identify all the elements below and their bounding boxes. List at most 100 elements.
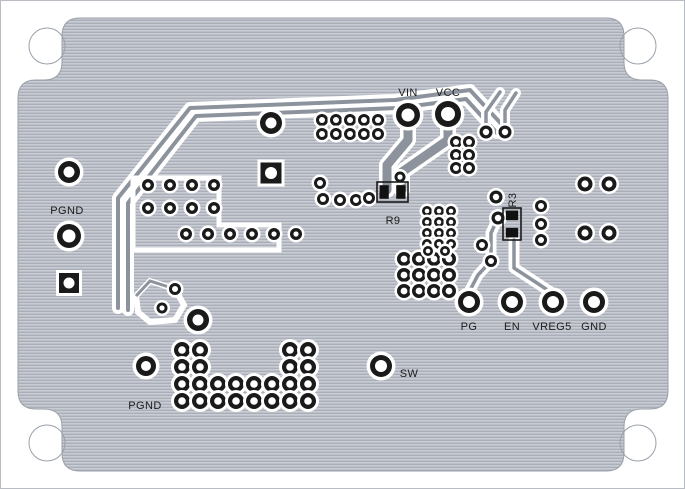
via-group-header-top-center-via-drill [319, 131, 325, 137]
via-array-pgnd-bottom-via-drill [304, 363, 312, 371]
smd-resistor-r9-pad-2[interactable] [396, 185, 406, 199]
via-r9-left-b-drill [320, 196, 326, 202]
pad-gnd-drill [588, 296, 600, 308]
via-group-right-upper [575, 174, 619, 194]
label-gnd: GND [581, 321, 607, 333]
via-group-center-small-grid-via-drill [436, 241, 442, 247]
pad-top-left-big-drill [265, 117, 277, 129]
pad-vcc-drill [441, 107, 455, 121]
via-group-header-top-center-via-drill [333, 131, 339, 137]
via-group-left-array-b-via-drill [205, 231, 211, 237]
via-array-pgnd-bottom-via-drill [232, 397, 240, 405]
via-group-left-array-b-via-drill [293, 231, 299, 237]
via-group-header-top-center-via-drill [361, 117, 367, 123]
via-group-center-big-grid-via-drill [400, 255, 408, 263]
via-array-pgnd-bottom-via-drill [178, 363, 186, 371]
via-group-center-small-grid-via-drill [448, 230, 454, 236]
via-group-center-small-grid-via-drill [424, 208, 430, 214]
label-r3: R3 [507, 193, 519, 208]
via-group-center-small-grid-via-drill [436, 230, 442, 236]
via-group-header-top-center-via-drill [347, 131, 353, 137]
via-group-center-big-grid-via-drill [415, 287, 423, 295]
via-group-left-array-b-via-drill [271, 231, 277, 237]
via-r9-left-d-drill [353, 197, 359, 203]
via-array-pgnd-bottom-via-drill [286, 363, 294, 371]
smd-components [376, 181, 522, 241]
via-group-left-array-a-via-drill [167, 205, 173, 211]
via-group-header-top-center-via-drill [333, 117, 339, 123]
via-r9-left-a-drill [317, 180, 323, 186]
smd-resistor-r9[interactable] [376, 181, 409, 203]
via-array-pgnd-bottom [171, 339, 319, 412]
copper-traces-group [112, 84, 558, 326]
pad-pg-drill [463, 296, 475, 308]
mounting-holes-group [28, 27, 657, 462]
keepout-left-l-shape [130, 175, 282, 253]
via-array-pgnd-bottom-via-drill [214, 380, 222, 388]
mount-hole-top-right[interactable] [619, 27, 657, 65]
via-group-right-lower-via-drill [581, 229, 589, 237]
mount-hole-bottom-right[interactable] [619, 424, 657, 462]
via-array-pgnd-bottom-via-drill [178, 380, 186, 388]
pad-pgnd-left-2-drill [62, 229, 76, 243]
via-array-pgnd-bottom-via-drill [268, 397, 276, 405]
via-group-vcc-cluster-via-drill [466, 152, 472, 158]
via-group-left-array-a-via-drill [211, 205, 217, 211]
via-group-center-small-grid-via-drill [436, 219, 442, 225]
label-vreg5: VREG5 [532, 321, 571, 333]
via-group-center-big-grid-via-drill [430, 271, 438, 279]
through-hole-pads [53, 97, 609, 381]
via-r3-right-b-drill [538, 221, 544, 227]
via-group-vcc-cluster-via-drill [466, 139, 472, 145]
via-array-pgnd-bottom-via-drill [304, 380, 312, 388]
pad-left-lower-drill [192, 314, 204, 326]
via-group-center-big-grid-via-drill [415, 255, 423, 263]
via-group-center-big-grid-via-drill [445, 287, 453, 295]
pad-vreg5-drill [547, 296, 559, 308]
mount-hole-top-left[interactable] [28, 27, 66, 65]
smd-resistor-r3[interactable] [502, 207, 522, 241]
via-vcc-right-a-drill [482, 128, 490, 136]
via-array-pgnd-bottom-via-drill [196, 380, 204, 388]
via-group-center-big-grid-via-drill [430, 287, 438, 295]
via-pg-route-a-drill [479, 242, 485, 248]
via-group-vcc-cluster-via-drill [453, 165, 459, 171]
via-r9-left-c-drill [337, 197, 343, 203]
via-group-header-top-center-via-drill [375, 117, 381, 123]
via-group-center-big-grid-via-drill [400, 271, 408, 279]
trace-vcc-to-right-vias [481, 87, 521, 133]
via-group-center-small-grid-via-drill [448, 208, 454, 214]
label-pgnd-bottom: PGND [128, 400, 161, 412]
mount-hole-bottom-left[interactable] [28, 424, 66, 462]
via-group-vcc-cluster [447, 133, 478, 177]
via-group-header-top-center [313, 111, 387, 143]
label-pg: PG [461, 321, 478, 333]
via-group-left-array-a-via-drill [189, 182, 195, 188]
via-group-center-big-grid-via-drill [445, 271, 453, 279]
smd-resistor-r9-pad-1[interactable] [379, 185, 389, 199]
via-group-center-small-grid-via-drill [448, 219, 454, 225]
keepout-left-loop [132, 277, 188, 326]
via-group-header-top-center-via-drill [375, 131, 381, 137]
via-group-right-lower-via-drill [605, 229, 613, 237]
via-group-left-array-a-via-drill [145, 182, 151, 188]
via-array-pgnd-bottom-via-drill [214, 397, 222, 405]
label-r9: R9 [386, 215, 401, 227]
smd-resistor-r3-pad-2[interactable] [505, 227, 519, 238]
smd-resistor-r3-pad-1[interactable] [505, 210, 519, 221]
via-center-pair-b-drill [442, 248, 448, 254]
via-group-left-array-b-via-drill [227, 231, 233, 237]
via-group-center-small-grid-via-drill [448, 241, 454, 247]
via-r9-left-e-drill [366, 195, 372, 201]
pad-vin-drill [401, 108, 415, 122]
via-group-center-big-grid [394, 249, 459, 301]
via-pg-route-b-drill [488, 258, 494, 264]
via-group-center-big-grid-via-drill [400, 287, 408, 295]
via-array-pgnd-bottom-via-drill [286, 346, 294, 354]
via-group-vcc-cluster-via-drill [453, 139, 459, 145]
via-r3-upper-drill [492, 193, 500, 201]
via-array-pgnd-bottom-via-drill [196, 346, 204, 354]
via-group-vcc-cluster-via-drill [466, 165, 472, 171]
via-array-pgnd-bottom-via-drill [178, 397, 186, 405]
